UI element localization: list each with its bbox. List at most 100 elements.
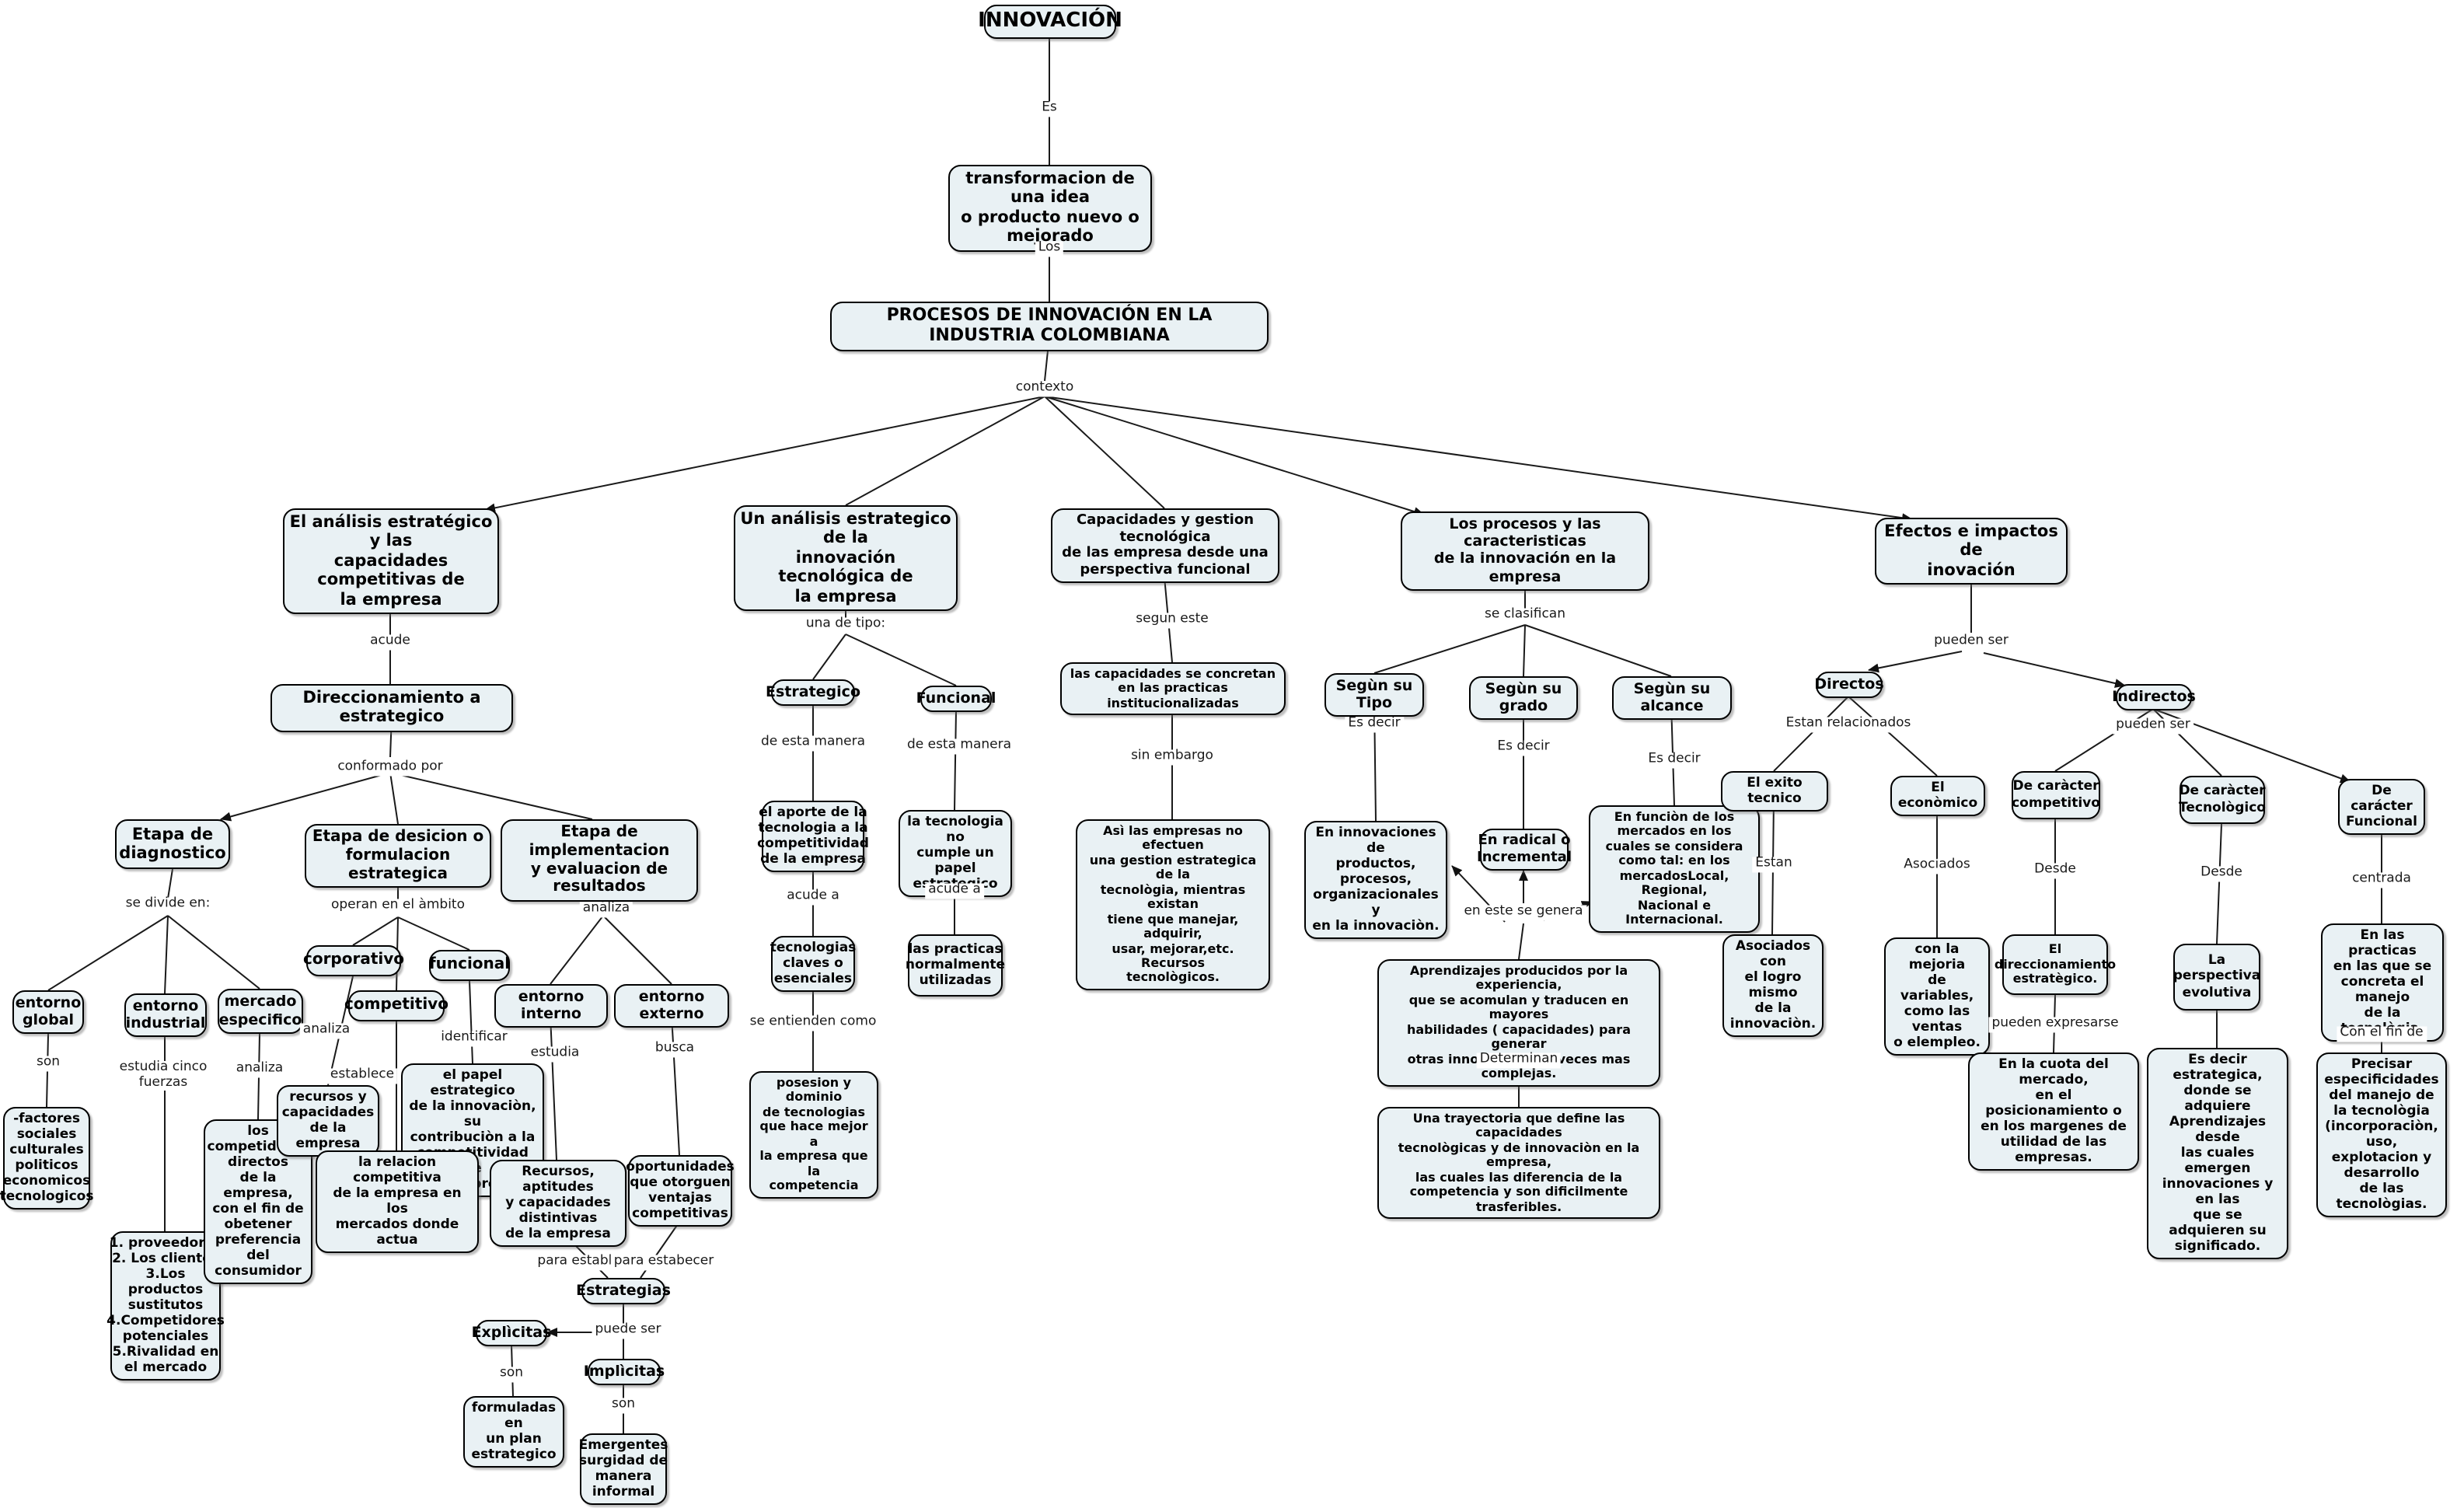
- concept-node-aporte-tecnologia[interactable]: el aporte de la tecnologia a la competit…: [757, 801, 869, 873]
- concept-node-posesion-dominio[interactable]: posesion y dominio de tecnologias que ha…: [749, 1071, 878, 1198]
- link-label-acude-a-1[interactable]: acude a: [784, 888, 843, 905]
- concept-node-funcional-ambito[interactable]: funcional: [429, 950, 510, 981]
- link-label-son-implicitas[interactable]: son: [608, 1397, 639, 1413]
- concept-node-exito-tecnico[interactable]: El exito tecnico: [1721, 771, 1828, 812]
- concept-node-entorno-industrial[interactable]: entorno industrial: [124, 993, 207, 1038]
- concept-node-cuota-mercado[interactable]: En la cuota del mercado, en el posiciona…: [1968, 1052, 2139, 1171]
- link-label-asociados[interactable]: Asociados: [1900, 857, 1974, 874]
- concept-node-etapa-diagnostico[interactable]: Etapa de diagnostico: [115, 819, 230, 869]
- concept-node-practicas-utilizadas[interactable]: las practicas normalmente utilizadas: [906, 934, 1005, 997]
- link-label-pueden-ser-efectos[interactable]: pueden ser: [1931, 634, 2012, 650]
- concept-node-etapa-implementacion[interactable]: Etapa de implementacion y evaluacion de …: [501, 819, 698, 902]
- link-label-sin-embargo[interactable]: sin embargo: [1128, 749, 1216, 765]
- concept-node-funcional-tipo[interactable]: Funcional: [916, 686, 996, 713]
- concept-node-direccionamiento[interactable]: Direccionamiento a estrategico: [270, 684, 513, 732]
- link-label-una-de-tipo[interactable]: una de tipo:: [802, 616, 889, 633]
- concept-node-segun-grado[interactable]: Segùn su grado: [1469, 676, 1578, 721]
- concept-node-capacidades-concretan[interactable]: las capacidades se concretan en las prac…: [1060, 662, 1286, 716]
- link-label-centrada[interactable]: centrada: [2349, 871, 2414, 888]
- link-label-en-este-se-genera[interactable]: en este se genera: [1461, 904, 1586, 920]
- concept-node-cinco-fuerzas[interactable]: 1. proveedores 2. Los clientes 3.Los pro…: [106, 1231, 225, 1381]
- concept-node-etapa-desicion[interactable]: Etapa de desicion o formulacion estrateg…: [305, 824, 491, 888]
- link-label-pueden-ser-indirectos[interactable]: pueden ser: [2113, 717, 2194, 734]
- concept-node-procesos-caracteristicas[interactable]: Los procesos y las caracteristicas de la…: [1401, 511, 1649, 591]
- concept-node-trayectoria[interactable]: Una trayectoria que define las capacidad…: [1377, 1107, 1660, 1220]
- concept-node-recursos-capacidades[interactable]: recursos y capacidades de la empresa: [277, 1085, 379, 1157]
- concept-node-explicitas[interactable]: Explìcitas: [472, 1320, 551, 1347]
- concept-node-efectos-impactos[interactable]: Efectos e impactos de inovación: [1875, 518, 2068, 585]
- link-label-estudia[interactable]: estudia: [527, 1045, 583, 1062]
- link-label-de-esta-manera-1[interactable]: de esta manera: [757, 735, 869, 751]
- concept-node-competitivo[interactable]: competitivo: [344, 990, 448, 1021]
- concept-node-analisis-estrategico[interactable]: El análisis estratégico y las capacidade…: [283, 508, 499, 614]
- concept-node-capacidades-gestion[interactable]: Capacidades y gestion tecnológica de las…: [1051, 508, 1279, 584]
- link-label-segun-este[interactable]: segun este: [1133, 612, 1212, 628]
- concept-node-entorno-interno[interactable]: entorno interno: [494, 984, 608, 1028]
- concept-node-implicitas[interactable]: Implìcitas: [584, 1359, 665, 1386]
- concept-node-corporativo[interactable]: corporativo: [303, 945, 404, 976]
- link-label-desde-competitivo[interactable]: Desde: [2031, 862, 2079, 878]
- concept-node-direccionamiento-estrategico[interactable]: El direccionamiento estratègico.: [1995, 934, 2116, 995]
- concept-node-caracter-funcional[interactable]: De carácter Funcional: [2338, 779, 2425, 836]
- link-label-busca[interactable]: busca: [651, 1041, 698, 1057]
- link-label-es-decir-2[interactable]: Es decir: [1494, 739, 1553, 756]
- concept-node-asociados-logro[interactable]: Asociados con el logro mismo de la innov…: [1722, 934, 1824, 1038]
- concept-node-segun-tipo[interactable]: Segùn su Tipo: [1324, 673, 1424, 717]
- link-label-identificar[interactable]: identificar: [438, 1030, 511, 1046]
- concept-node-decir-estrategica[interactable]: Es decir estrategica, donde se adquiere …: [2147, 1048, 2288, 1260]
- concept-node-segun-alcance[interactable]: Segùn su alcance: [1612, 676, 1732, 721]
- concept-node-directos[interactable]: Directos: [1814, 672, 1884, 699]
- link-label-operan-ambito[interactable]: operan en el àmbito: [327, 898, 469, 914]
- concept-node-formuladas[interactable]: formuladas en un plan estrategico: [463, 1396, 564, 1468]
- link-label-se-clasifican[interactable]: se clasifican: [1481, 607, 1569, 623]
- concept-node-economico[interactable]: El econòmico: [1890, 776, 1985, 817]
- link-label-estudia-cinco-fuerzas[interactable]: estudia cinco fuerzas: [116, 1059, 211, 1091]
- link-label-acude[interactable]: acude: [367, 634, 414, 650]
- link-label-de-esta-manera-2[interactable]: de esta manera: [903, 738, 1015, 754]
- link-label-analiza-implementacion[interactable]: analiza: [579, 901, 633, 917]
- link-label-analiza-mercado[interactable]: analiza: [232, 1061, 287, 1077]
- link-label-estan-relacionados[interactable]: Estan relacionados: [1782, 716, 1914, 732]
- concept-node-tecnologias-claves[interactable]: tecnologias claves o esenciales: [770, 936, 856, 993]
- concept-node-funcion-mercados[interactable]: En funciòn de los mercados en los cuales…: [1589, 805, 1760, 932]
- concept-node-caracter-tecnologico[interactable]: De caràcter Tecnològico: [2179, 776, 2266, 824]
- concept-node-mejoria-variables[interactable]: con la mejoria de variables, como las ve…: [1884, 937, 1990, 1056]
- concept-node-caracter-competitivo[interactable]: De caràcter competitivo: [2012, 771, 2100, 819]
- concept-node-innovacion[interactable]: INNOVACIÓN: [978, 5, 1122, 39]
- link-label-puede-ser-estrategias[interactable]: puede ser: [592, 1322, 665, 1339]
- link-label-es-decir-3[interactable]: Es decir: [1645, 752, 1704, 768]
- link-label-establece[interactable]: establece: [326, 1067, 398, 1084]
- concept-node-emergentes[interactable]: Emergentes surgidad de manera informal: [579, 1433, 668, 1506]
- concept-node-en-innovaciones[interactable]: En innovaciones de productos, procesos, …: [1304, 821, 1447, 940]
- concept-node-estrategico-tipo[interactable]: Estrategico: [766, 679, 860, 707]
- link-label-es-decir-1[interactable]: Es decir: [1345, 716, 1404, 732]
- concept-node-entorno-externo[interactable]: entorno externo: [614, 984, 729, 1028]
- concept-node-recursos-aptitudes[interactable]: Recursos, aptitudes y capacidades distin…: [490, 1160, 626, 1248]
- link-label-determinan[interactable]: Determinan: [1476, 1052, 1562, 1068]
- link-label-es[interactable]: Es: [1038, 100, 1060, 117]
- concept-node-indirectos[interactable]: Indirectos: [2112, 684, 2196, 711]
- link-label-pueden-expresarse[interactable]: pueden expresarse: [1988, 1016, 2122, 1032]
- link-label-acude-a-2[interactable]: acude a: [925, 882, 984, 899]
- link-label-con-el-fin-de[interactable]: Con el fin de: [2337, 1025, 2427, 1042]
- link-label-son-explicitas[interactable]: son: [496, 1366, 527, 1382]
- concept-node-entorno-global[interactable]: entorno global: [12, 990, 84, 1035]
- concept-node-transformacion[interactable]: transformacion de una idea o producto nu…: [948, 165, 1152, 251]
- concept-node-mercado-especifico[interactable]: mercado especifico: [218, 989, 303, 1034]
- concept-node-analisis-innovacion[interactable]: Un análisis estrategico de la innovación…: [734, 505, 958, 611]
- link-label-se-entienden-como[interactable]: se entienden como: [746, 1014, 880, 1031]
- concept-node-asi-empresas[interactable]: Asì las empresas no efectuen una gestion…: [1076, 819, 1270, 990]
- link-label-se-divide-en[interactable]: se divide en:: [122, 896, 214, 913]
- concept-node-perspectiva-evolutiva[interactable]: La perspectiva evolutiva: [2173, 944, 2260, 1011]
- concept-node-practicas-concreta[interactable]: En las practicas en las que se concreta …: [2321, 923, 2444, 1042]
- link-label-para-estabecer[interactable]: para estabecer: [610, 1254, 717, 1270]
- link-label-conformado-por[interactable]: conformado por: [334, 759, 446, 776]
- concept-node-estrategias[interactable]: Estrategias: [576, 1278, 671, 1305]
- concept-node-relacion-competitiva[interactable]: la relacion competitiva de la empresa en…: [316, 1150, 479, 1254]
- concept-node-factores[interactable]: -factores sociales culturales politicos …: [0, 1107, 93, 1210]
- link-label-desde-tecnologico[interactable]: Desde: [2197, 865, 2246, 881]
- concept-node-precisar[interactable]: Precisar especificidades del manejo de l…: [2316, 1052, 2447, 1218]
- link-label-estan[interactable]: Estan: [1752, 856, 1796, 872]
- concept-node-radical-incremental[interactable]: En radical o Incremental: [1477, 829, 1572, 871]
- link-label-son-global[interactable]: son: [33, 1055, 64, 1071]
